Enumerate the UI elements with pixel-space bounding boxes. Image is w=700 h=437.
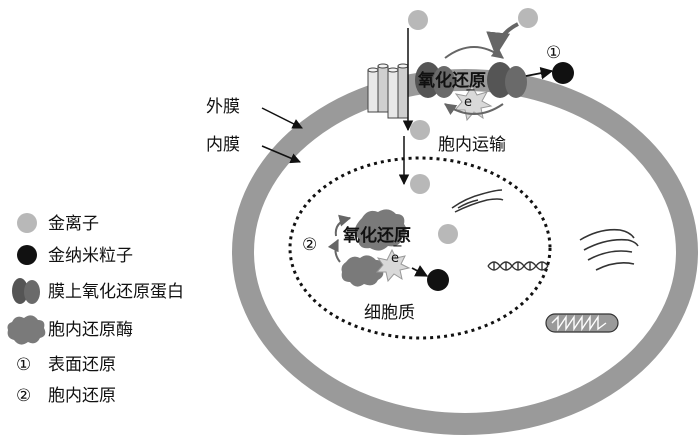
gold-ion-icon bbox=[410, 120, 430, 140]
gold-ion-icon bbox=[408, 10, 428, 30]
legend-label: 膜上氧化还原蛋白 bbox=[48, 282, 184, 302]
electron-inner-sign: − bbox=[392, 239, 403, 254]
legend-marker: ① bbox=[16, 355, 31, 375]
surface-reduction-arrow bbox=[486, 22, 519, 57]
legend: 金离子 金纳米粒子 膜上氧化还原蛋白 胞内还原酶 ① 表面还原 ② 胞内还原 bbox=[7, 213, 184, 406]
electron-inner-label: e bbox=[391, 251, 399, 266]
membrane-protein-icon bbox=[12, 278, 40, 304]
gold-ion-icon bbox=[438, 224, 458, 244]
legend-item: ② 胞内还原 bbox=[16, 386, 116, 406]
intracellular-transport-label: 胞内运输 bbox=[438, 135, 506, 155]
redox-cycle-arrow bbox=[444, 103, 504, 116]
legend-label: 胞内还原 bbox=[48, 386, 116, 406]
gold-ion-icon bbox=[17, 213, 37, 233]
cytoplasm-label: 细胞质 bbox=[364, 303, 415, 323]
nanoparticle-formation-arrow bbox=[411, 265, 429, 277]
nanoparticle-release-arrow bbox=[525, 66, 554, 80]
redox-top-label: 氧化还原 bbox=[417, 70, 486, 91]
membrane-redox-protein-icon bbox=[415, 62, 527, 98]
legend-marker: ② bbox=[16, 386, 31, 406]
redox-inner-label: 氧化还原 bbox=[342, 225, 411, 246]
enzyme-cycle-arrow bbox=[334, 214, 352, 237]
electron-burst-icon bbox=[453, 85, 493, 122]
dna-helix-icon bbox=[487, 261, 549, 271]
legend-label: 表面还原 bbox=[48, 355, 116, 375]
electron-burst-icon bbox=[375, 248, 411, 283]
legend-item: 金纳米粒子 bbox=[17, 245, 133, 266]
electron-top-sign: − bbox=[465, 83, 476, 98]
cytoplasm-boundary bbox=[288, 156, 552, 340]
mitochondrion-icon bbox=[545, 313, 619, 333]
outer-membrane-label: 外膜 bbox=[206, 97, 240, 117]
outer-membrane-pointer bbox=[261, 107, 303, 129]
organelle-icon bbox=[451, 189, 504, 213]
intracellular-enzyme-icon bbox=[354, 209, 407, 251]
electron-top-label: e bbox=[464, 95, 472, 110]
gold-ion-icon bbox=[410, 174, 430, 194]
gold-nanoparticle-icon bbox=[17, 245, 37, 265]
inner-membrane-label: 内膜 bbox=[206, 135, 240, 155]
gold-ion-icon bbox=[518, 8, 538, 28]
step-surface-marker: ① bbox=[546, 43, 561, 63]
legend-item: 膜上氧化还原蛋白 bbox=[12, 278, 184, 304]
step-intracellular-marker: ② bbox=[302, 235, 317, 255]
legend-item: 胞内还原酶 bbox=[7, 315, 133, 345]
enzyme-cycle-arrow bbox=[327, 238, 341, 263]
inner-membrane-pointer bbox=[261, 145, 301, 164]
intracellular-enzyme-icon bbox=[341, 255, 384, 287]
cell-membrane bbox=[232, 69, 698, 435]
legend-item: ① 表面还原 bbox=[16, 355, 116, 375]
golgi-icon bbox=[579, 228, 639, 271]
outer-membrane-ring bbox=[232, 69, 698, 435]
legend-label: 金离子 bbox=[48, 214, 99, 234]
channel-protein-icon bbox=[367, 63, 409, 119]
legend-label: 金纳米粒子 bbox=[48, 246, 133, 266]
gold-nanoparticle-icon bbox=[552, 62, 574, 84]
gold-nanoparticle-icon bbox=[427, 269, 449, 291]
legend-item: 金离子 bbox=[17, 213, 99, 234]
legend-label: 胞内还原酶 bbox=[48, 320, 133, 340]
enzyme-icon bbox=[7, 315, 46, 345]
